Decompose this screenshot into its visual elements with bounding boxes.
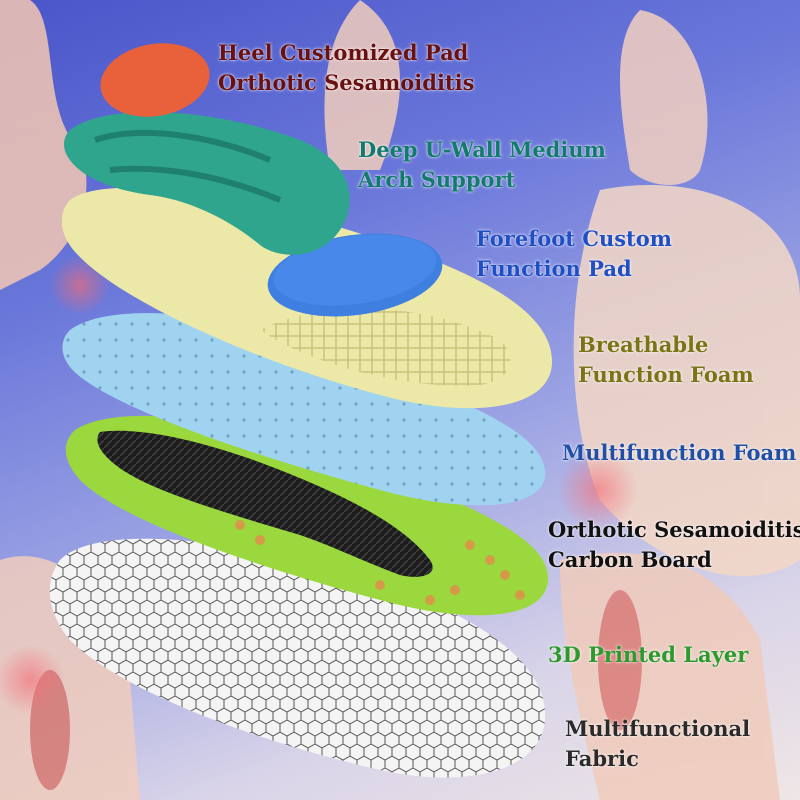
label-printed-layer-line-1: 3D Printed Layer xyxy=(548,642,749,667)
label-breathable-foam: Breathable Function Foam xyxy=(578,330,754,390)
label-carbon-board-line-1: Orthotic Sesamoiditis xyxy=(548,517,800,542)
forefoot-pad-layer xyxy=(267,233,443,317)
label-printed-layer: 3D Printed Layer xyxy=(548,640,748,670)
label-forefoot-pad-line-2: Function Pad xyxy=(476,256,632,281)
label-fabric-line-2: Fabric xyxy=(565,746,639,771)
label-carbon-board: Orthotic Sesamoiditis Carbon Board xyxy=(548,515,800,575)
carbon-board-layer xyxy=(65,415,549,616)
label-fabric-line-1: Multifunctional xyxy=(565,716,751,741)
label-breathable-foam-line-1: Breathable xyxy=(578,332,709,357)
multifunction-foam-layer xyxy=(62,313,546,506)
label-arch-support: Deep U-Wall Medium Arch Support xyxy=(358,135,606,195)
arch-support-layer xyxy=(64,111,350,255)
label-breathable-foam-line-2: Function Foam xyxy=(578,362,754,387)
label-arch-support-line-1: Deep U-Wall Medium xyxy=(358,137,606,162)
fabric-layer xyxy=(49,538,546,778)
label-forefoot-pad: Forefoot Custom Function Pad xyxy=(476,224,672,284)
label-multifunction-foam-line-1: Multifunction Foam xyxy=(562,440,797,465)
label-multifunction-foam: Multifunction Foam xyxy=(562,438,796,468)
label-heel-pad-line-1: Heel Customized Pad xyxy=(218,40,469,65)
label-heel-pad: Heel Customized Pad Orthotic Sesamoiditi… xyxy=(218,38,474,98)
label-arch-support-line-2: Arch Support xyxy=(358,167,516,192)
label-carbon-board-line-2: Carbon Board xyxy=(548,547,712,572)
label-forefoot-pad-line-1: Forefoot Custom xyxy=(476,226,672,251)
label-fabric: Multifunctional Fabric xyxy=(565,714,750,774)
label-heel-pad-line-2: Orthotic Sesamoiditis xyxy=(218,70,475,95)
heel-pad-layer xyxy=(100,43,210,117)
